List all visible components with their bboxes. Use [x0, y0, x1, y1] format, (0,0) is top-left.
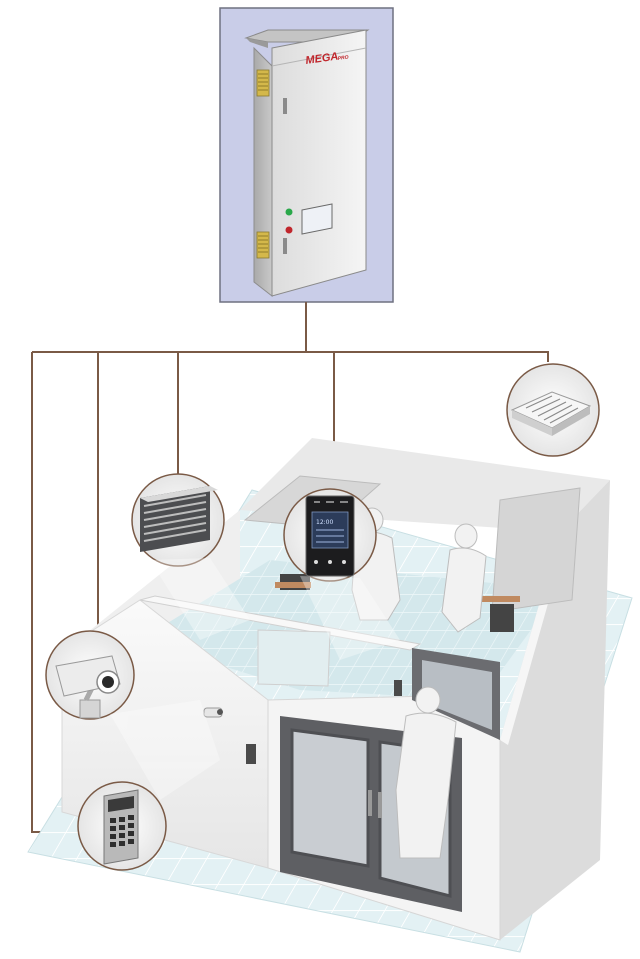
security-camera-icon	[55, 655, 121, 719]
panel-time: 12:00	[316, 519, 333, 526]
callout-air-vent	[131, 473, 225, 567]
access-keypad-icon	[103, 789, 139, 865]
cabinet-display-window	[301, 203, 333, 235]
callout-control-panel: 12:00	[283, 488, 377, 582]
callout-access-keypad	[77, 781, 167, 871]
worker-3	[395, 686, 457, 859]
cabinet-brand-suffix: PRO	[337, 55, 349, 62]
cabinet-vent-top	[256, 69, 270, 97]
cabinet-vent-bottom	[256, 231, 270, 259]
control-cabinet-illustration: MEGA PRO	[219, 7, 394, 303]
ceiling-diffuser-icon	[510, 391, 592, 436]
cabinet-brand: MEGA	[305, 50, 339, 66]
callout-security-camera	[45, 630, 135, 720]
callout-ceiling-diffuser	[506, 363, 600, 457]
cabinet-indicator-red	[285, 226, 293, 234]
air-vent-grille-icon	[140, 486, 218, 552]
callout-cones	[110, 558, 400, 800]
touch-control-panel-icon: 12:00	[305, 495, 355, 577]
cabinet-indicator-green	[285, 208, 293, 216]
wall-camera-small	[203, 707, 223, 718]
worker-2	[441, 523, 487, 633]
wall-reader-small	[394, 680, 402, 696]
cabinet-handle-bottom	[283, 238, 287, 254]
wall-keypad-small	[246, 744, 256, 764]
cabinet-handle-top	[283, 98, 287, 114]
